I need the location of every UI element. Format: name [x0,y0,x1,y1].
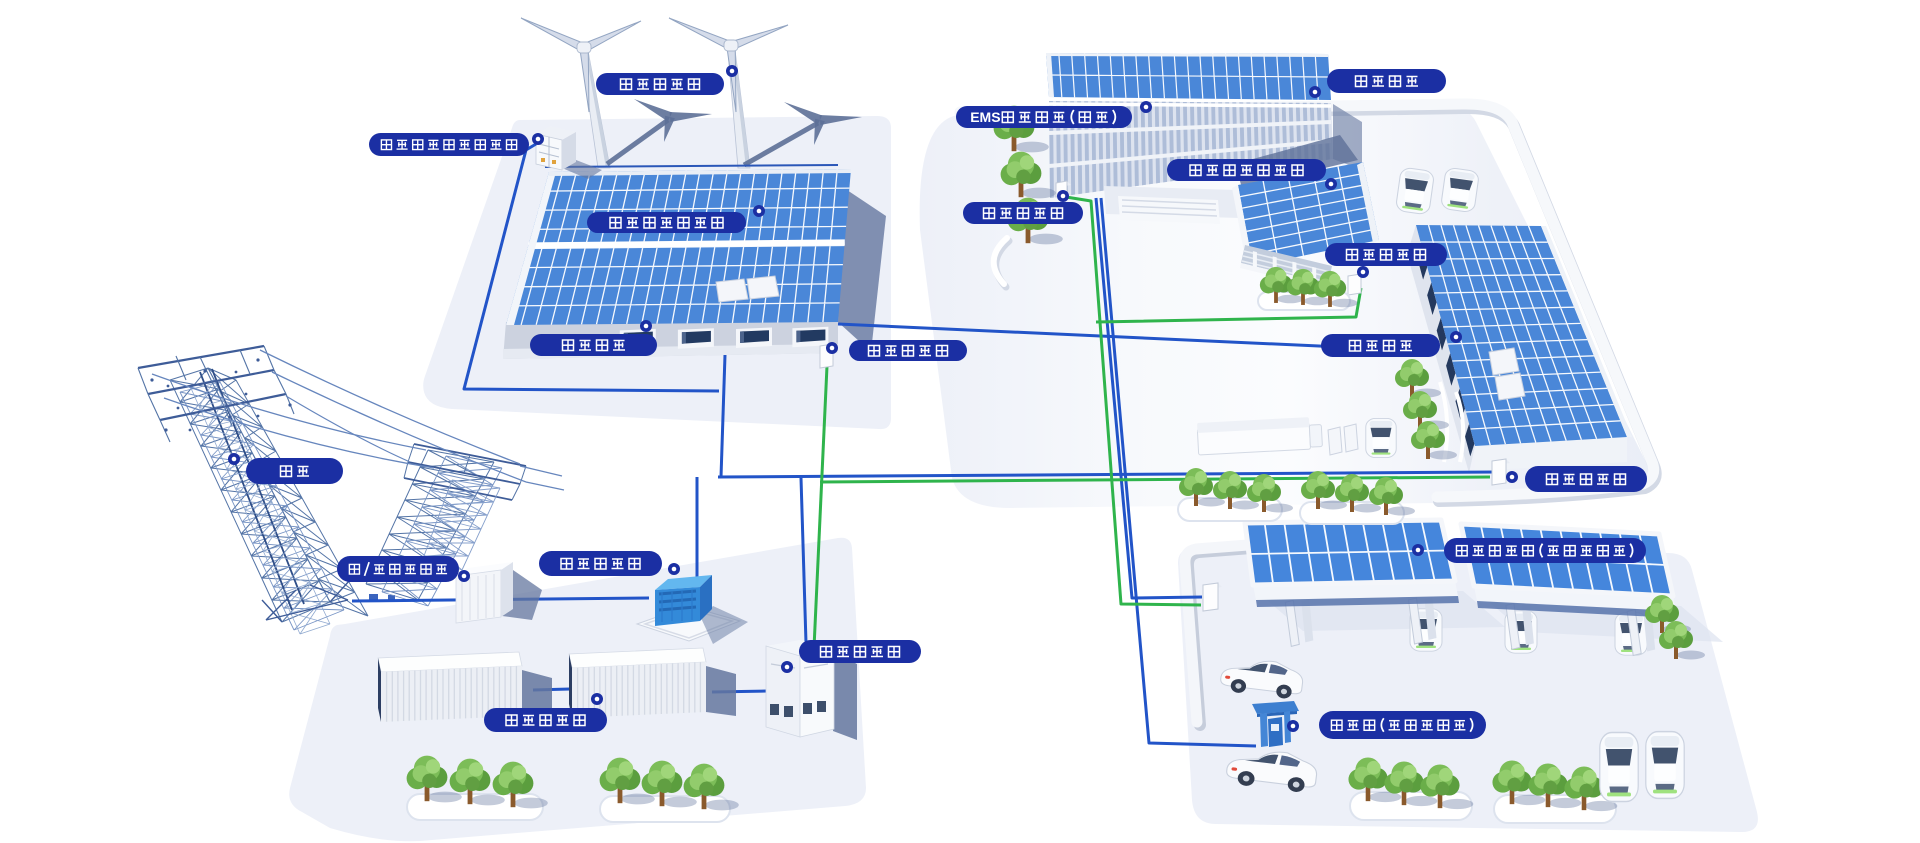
svg-text:EMS: EMS [970,109,1000,125]
